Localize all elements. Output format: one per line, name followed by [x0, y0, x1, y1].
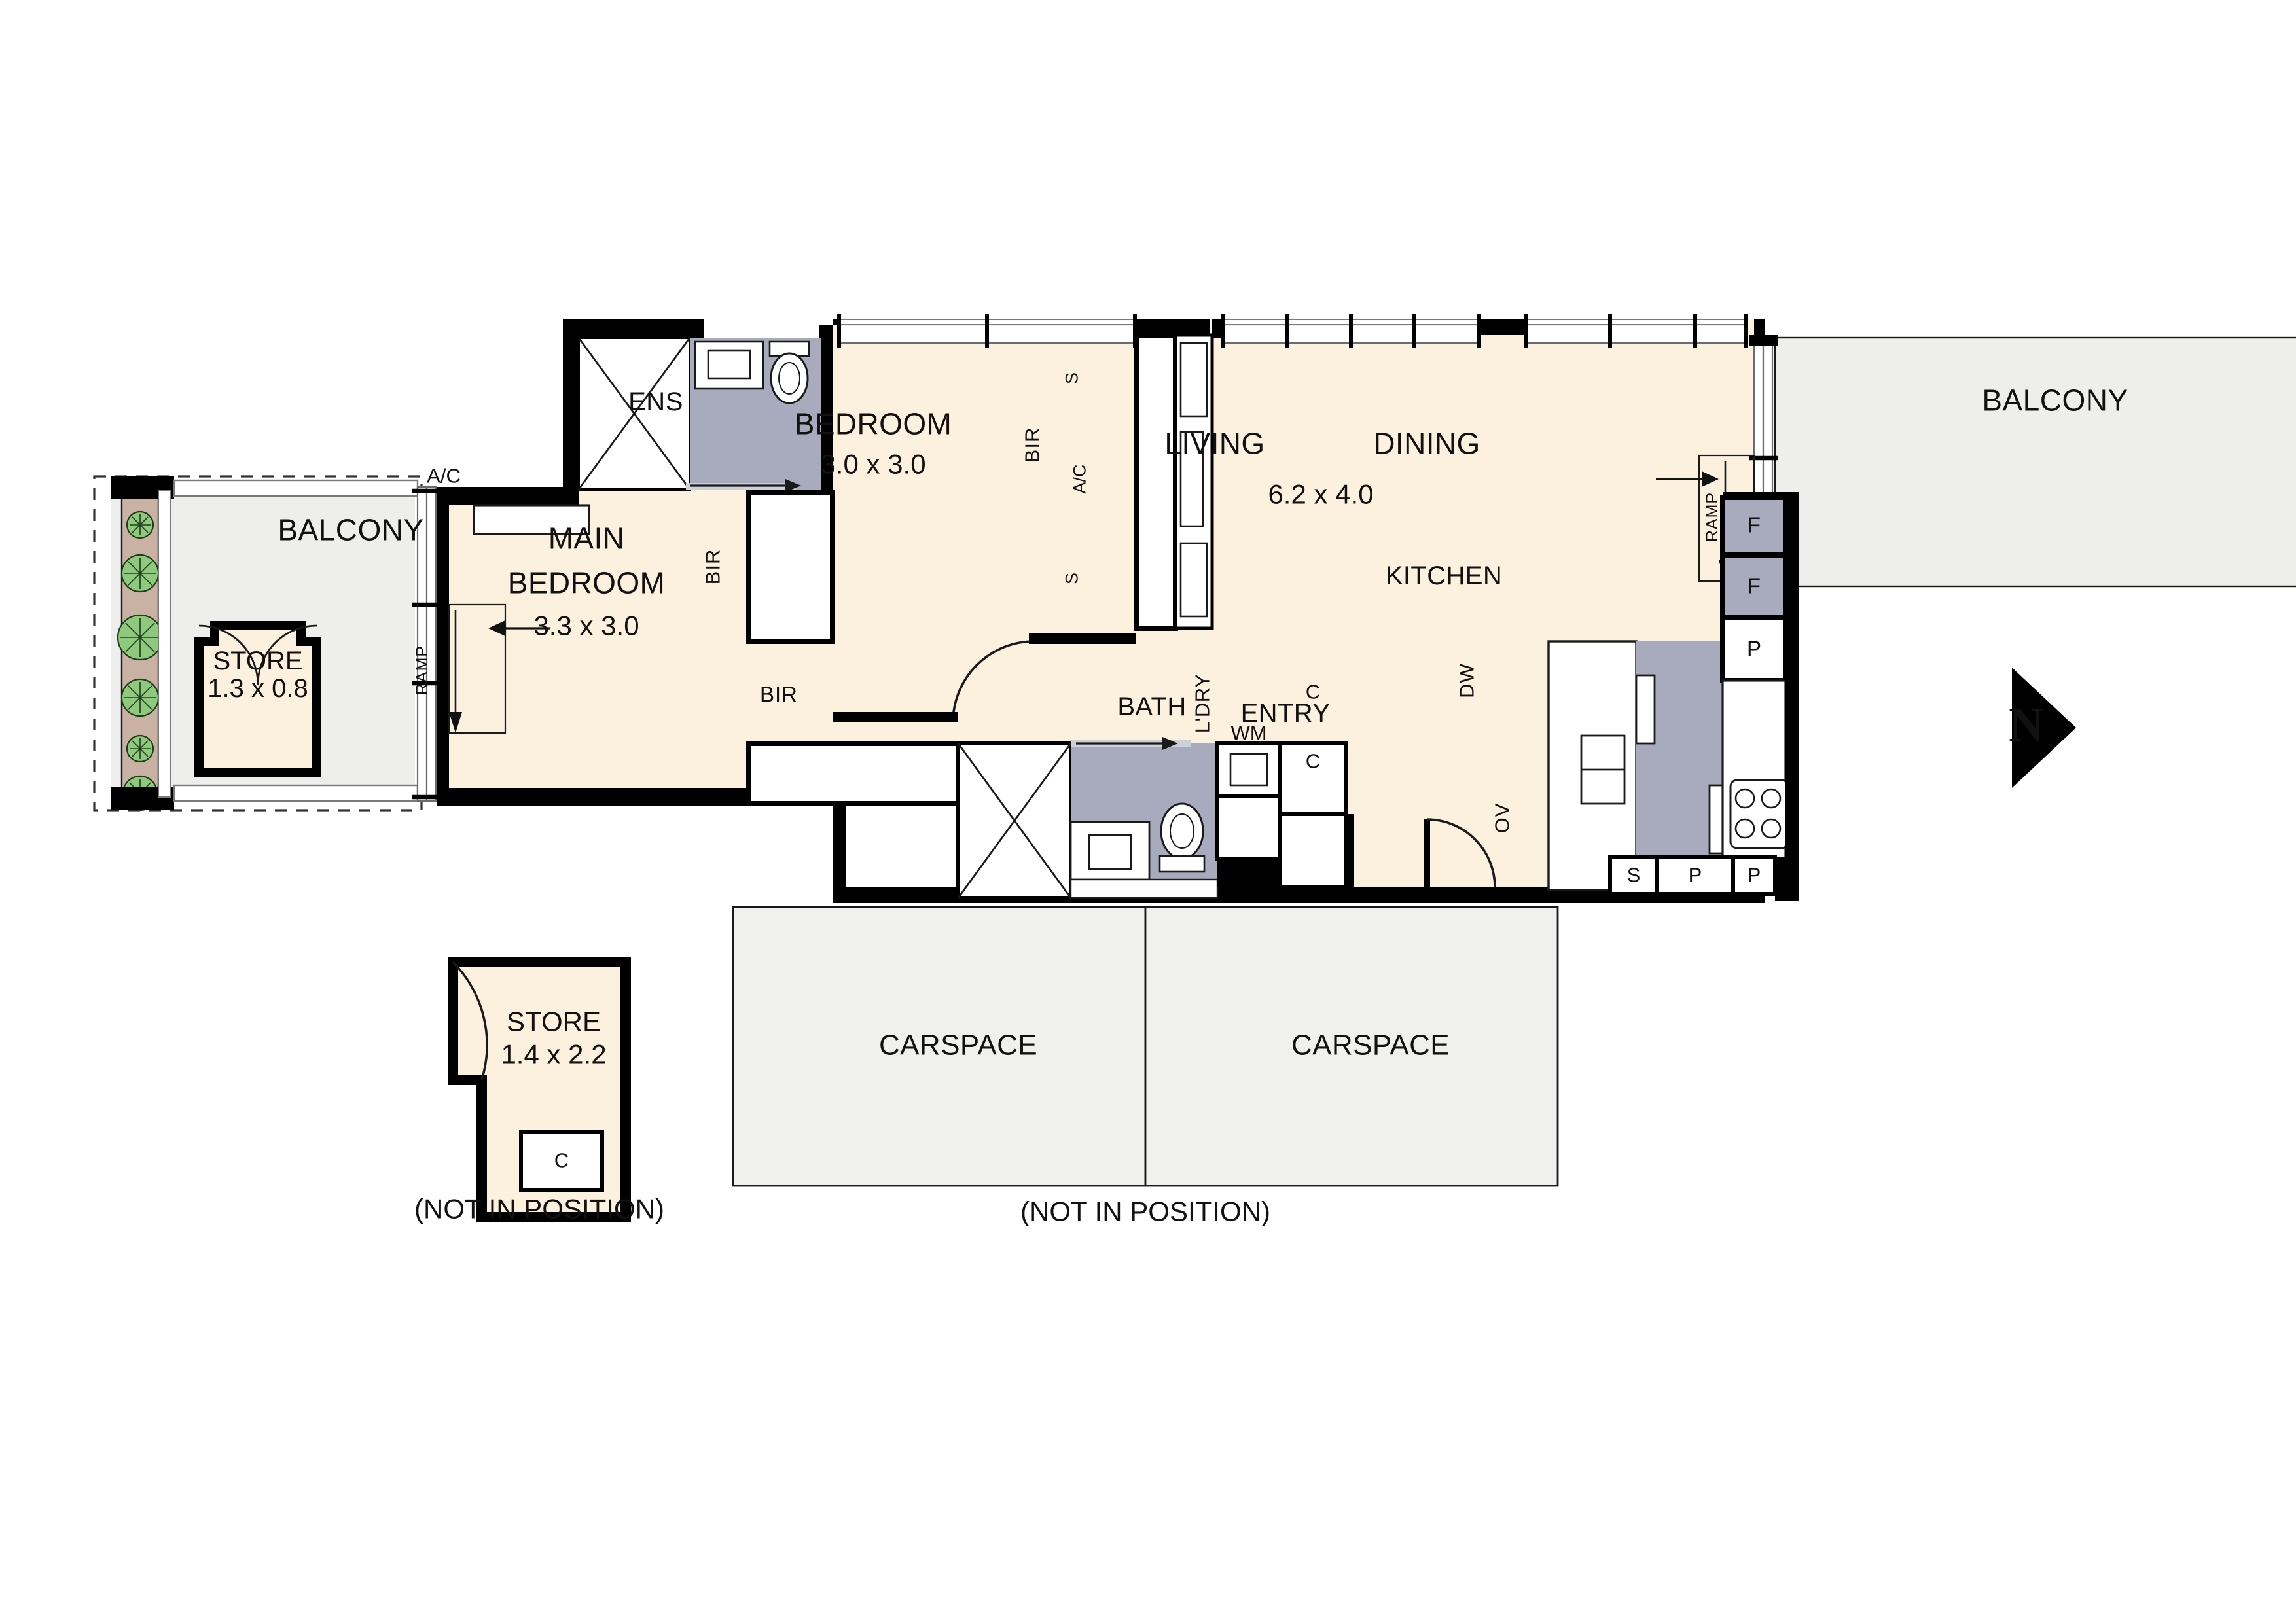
bedroom2-door [952, 640, 1035, 723]
bir-living-label: BIR [1020, 427, 1044, 463]
ac-living-label: A/C [1069, 464, 1090, 494]
ac-unit-main-bedroom [473, 504, 590, 535]
balustrade-left-inner [158, 490, 171, 798]
washing-machine [1215, 794, 1282, 861]
carspaces-group [732, 906, 1559, 1187]
living-dining-dims: 6.2 x 4.0 [1268, 478, 1374, 510]
shelf-lower [1179, 542, 1208, 618]
cupboard-store [519, 1130, 604, 1192]
ramp-left-marker [448, 603, 550, 734]
bedroom2-window [837, 314, 1137, 348]
carspace-2 [1144, 906, 1559, 1187]
pantry-base-1-label: P [1688, 863, 1702, 887]
shelf-living-upper-label: S [1062, 372, 1082, 385]
bir-bedroom2 [1134, 332, 1178, 631]
ramp-left-label: RAMP [412, 645, 431, 696]
balustrade-bottom [173, 784, 419, 802]
bedroom2-door-jamb [1029, 633, 1136, 644]
store-left-walls [194, 621, 321, 777]
bath-basin [1088, 834, 1132, 870]
cupboard-lower [1278, 812, 1348, 889]
shelf-living-lower-label: S [1062, 572, 1082, 585]
kitchen-group [1547, 495, 1789, 896]
balcony-right-slab [1774, 336, 2296, 588]
cupboard-upper-label: C [1305, 680, 1321, 704]
sink-kitchen-label: S [1626, 863, 1641, 887]
carspace-caption: (NOT IN POSITION) [1020, 1196, 1270, 1227]
store-left-label: STORE [213, 646, 303, 675]
balcony-right-label: BALCONY [1982, 383, 2128, 418]
dining-label: DINING [1373, 426, 1480, 461]
entry-door [1346, 814, 1496, 888]
service-shaft-upper [577, 336, 691, 491]
shelf-upper [1179, 342, 1208, 418]
cupboard-upper [1278, 741, 1348, 816]
store-caption: (NOT IN POSITION) [414, 1193, 664, 1224]
store-detached-label: STORE [507, 1006, 601, 1037]
north-arrow-icon [2012, 668, 2076, 788]
balcony-left-slider [412, 486, 441, 802]
washing-machine-label: WM [1230, 721, 1267, 745]
bath-block [956, 737, 1219, 900]
balustrade-top [173, 479, 419, 497]
bir-main-lower-label: BIR [759, 682, 798, 707]
pantry-base-2-label: P [1747, 863, 1761, 887]
bedroom2-label: BEDROOM [794, 406, 952, 441]
bedroom2-floor [833, 319, 1136, 641]
ac-unit-living [1179, 431, 1204, 527]
hall-wall-stub [833, 712, 958, 722]
ramp-right-label: RAMP [1702, 491, 1721, 543]
store-left-door-arcs [198, 624, 317, 685]
store-detached-door-arc [452, 961, 488, 1080]
north-label: N [2009, 698, 2044, 752]
bath-cistern [1158, 855, 1206, 873]
bedroom2-dims: 3.0 x 3.0 [820, 448, 926, 480]
main-bedroom-dims: 3.3 x 3.0 [533, 610, 639, 641]
carspace-1 [732, 906, 1147, 1187]
main-bedroom-label-2: BEDROOM [507, 565, 666, 600]
main-bedroom-label-1: MAIN [548, 521, 625, 556]
kitchen-outer-wall [1723, 492, 1799, 901]
fridge-upper-label: F [1747, 512, 1761, 537]
balcony-left-label: BALCONY [278, 512, 424, 547]
balcony-left-group [93, 475, 423, 812]
dishwasher [1635, 674, 1656, 745]
bir-main-upper [746, 490, 835, 644]
pantry-right-label: P [1746, 636, 1762, 661]
cooktop-burners [1734, 788, 1782, 839]
living-window-band [1212, 314, 1748, 348]
store-left-dims: 1.3 x 0.8 [207, 673, 308, 703]
bir-main-upper-label: BIR [701, 548, 725, 585]
laundry-group [1215, 741, 1348, 889]
kitchen-label: KITCHEN [1385, 561, 1503, 590]
fridge-lower-label: F [1747, 573, 1761, 598]
ensuite-sliding-door [686, 479, 801, 492]
ensuite-basin [707, 349, 751, 380]
entry-label: ENTRY [1240, 698, 1331, 728]
living-ac-shelf-strip [1174, 333, 1214, 630]
laundry-label: L'DRY [1191, 673, 1214, 734]
oven-label: OV [1490, 802, 1514, 834]
balcony-left-boundary [93, 475, 423, 812]
carspace-2-label: CARSPACE [1291, 1029, 1450, 1061]
cupboard-store-label: C [554, 1149, 569, 1172]
store-detached-dims: 1.4 x 2.2 [501, 1039, 607, 1070]
ensuite-label: ENS [628, 387, 683, 416]
dishwasher-label: DW [1455, 663, 1479, 698]
cupboard-lower-label: C [1305, 749, 1321, 773]
balcony-right-group [1749, 335, 2296, 593]
bath-label: BATH [1117, 692, 1187, 721]
bir-main-lower [746, 741, 961, 806]
ensuite-group [686, 338, 821, 492]
living-label: LIVING [1164, 426, 1265, 461]
store-detached-group [448, 957, 631, 1222]
carspace-1-label: CARSPACE [879, 1029, 1037, 1061]
ac-main-bedroom-label: A/C [427, 464, 461, 488]
